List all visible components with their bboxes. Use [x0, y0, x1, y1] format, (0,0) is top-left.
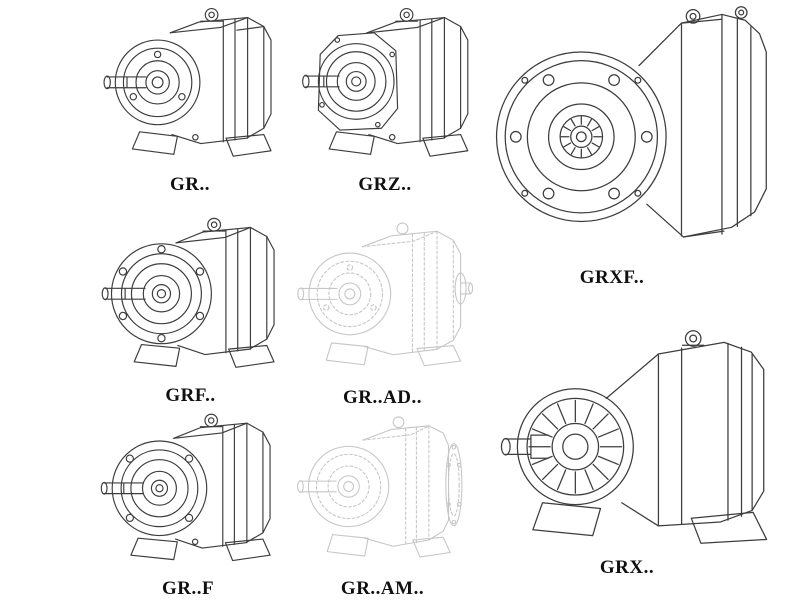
figure-label-grf: GRF.. [165, 385, 216, 406]
figure-label-grx: GRX.. [599, 557, 655, 578]
figure-label-grz: GRZ.. [358, 174, 412, 195]
grxf-gearbox-drawing [495, 6, 767, 238]
gr-f-gearbox-drawing [100, 413, 271, 562]
grz-gearbox-drawing [302, 7, 469, 157]
figure-gr-f: GR..F [98, 408, 278, 600]
gr-ad-gearbox-drawing [297, 222, 474, 367]
figure-label-grxf: GRXF.. [579, 267, 645, 288]
figure-gr-am: GR..AM.. [290, 408, 475, 600]
gr-am-gearbox-drawing [297, 416, 463, 558]
figure-label-gr: GR.. [170, 174, 210, 195]
grx-gearbox-drawing [500, 330, 768, 544]
figure-label-gr-f: GR..F [161, 578, 215, 599]
figure-grxf: GRXF.. [492, 0, 792, 289]
figure-gr: GR.. [100, 2, 280, 196]
grf-gearbox-drawing [101, 217, 275, 368]
gr-gearbox-drawing [103, 7, 272, 157]
figure-grz: GRZ.. [295, 2, 475, 196]
figure-label-gr-ad: GR..AD.. [343, 387, 422, 408]
figure-gr-ad: GR..AD.. [290, 214, 475, 409]
figure-label-gr-am: GR..AM.. [340, 578, 425, 599]
figure-grf: GRF.. [98, 212, 283, 407]
figure-grx: GRX.. [492, 296, 792, 579]
